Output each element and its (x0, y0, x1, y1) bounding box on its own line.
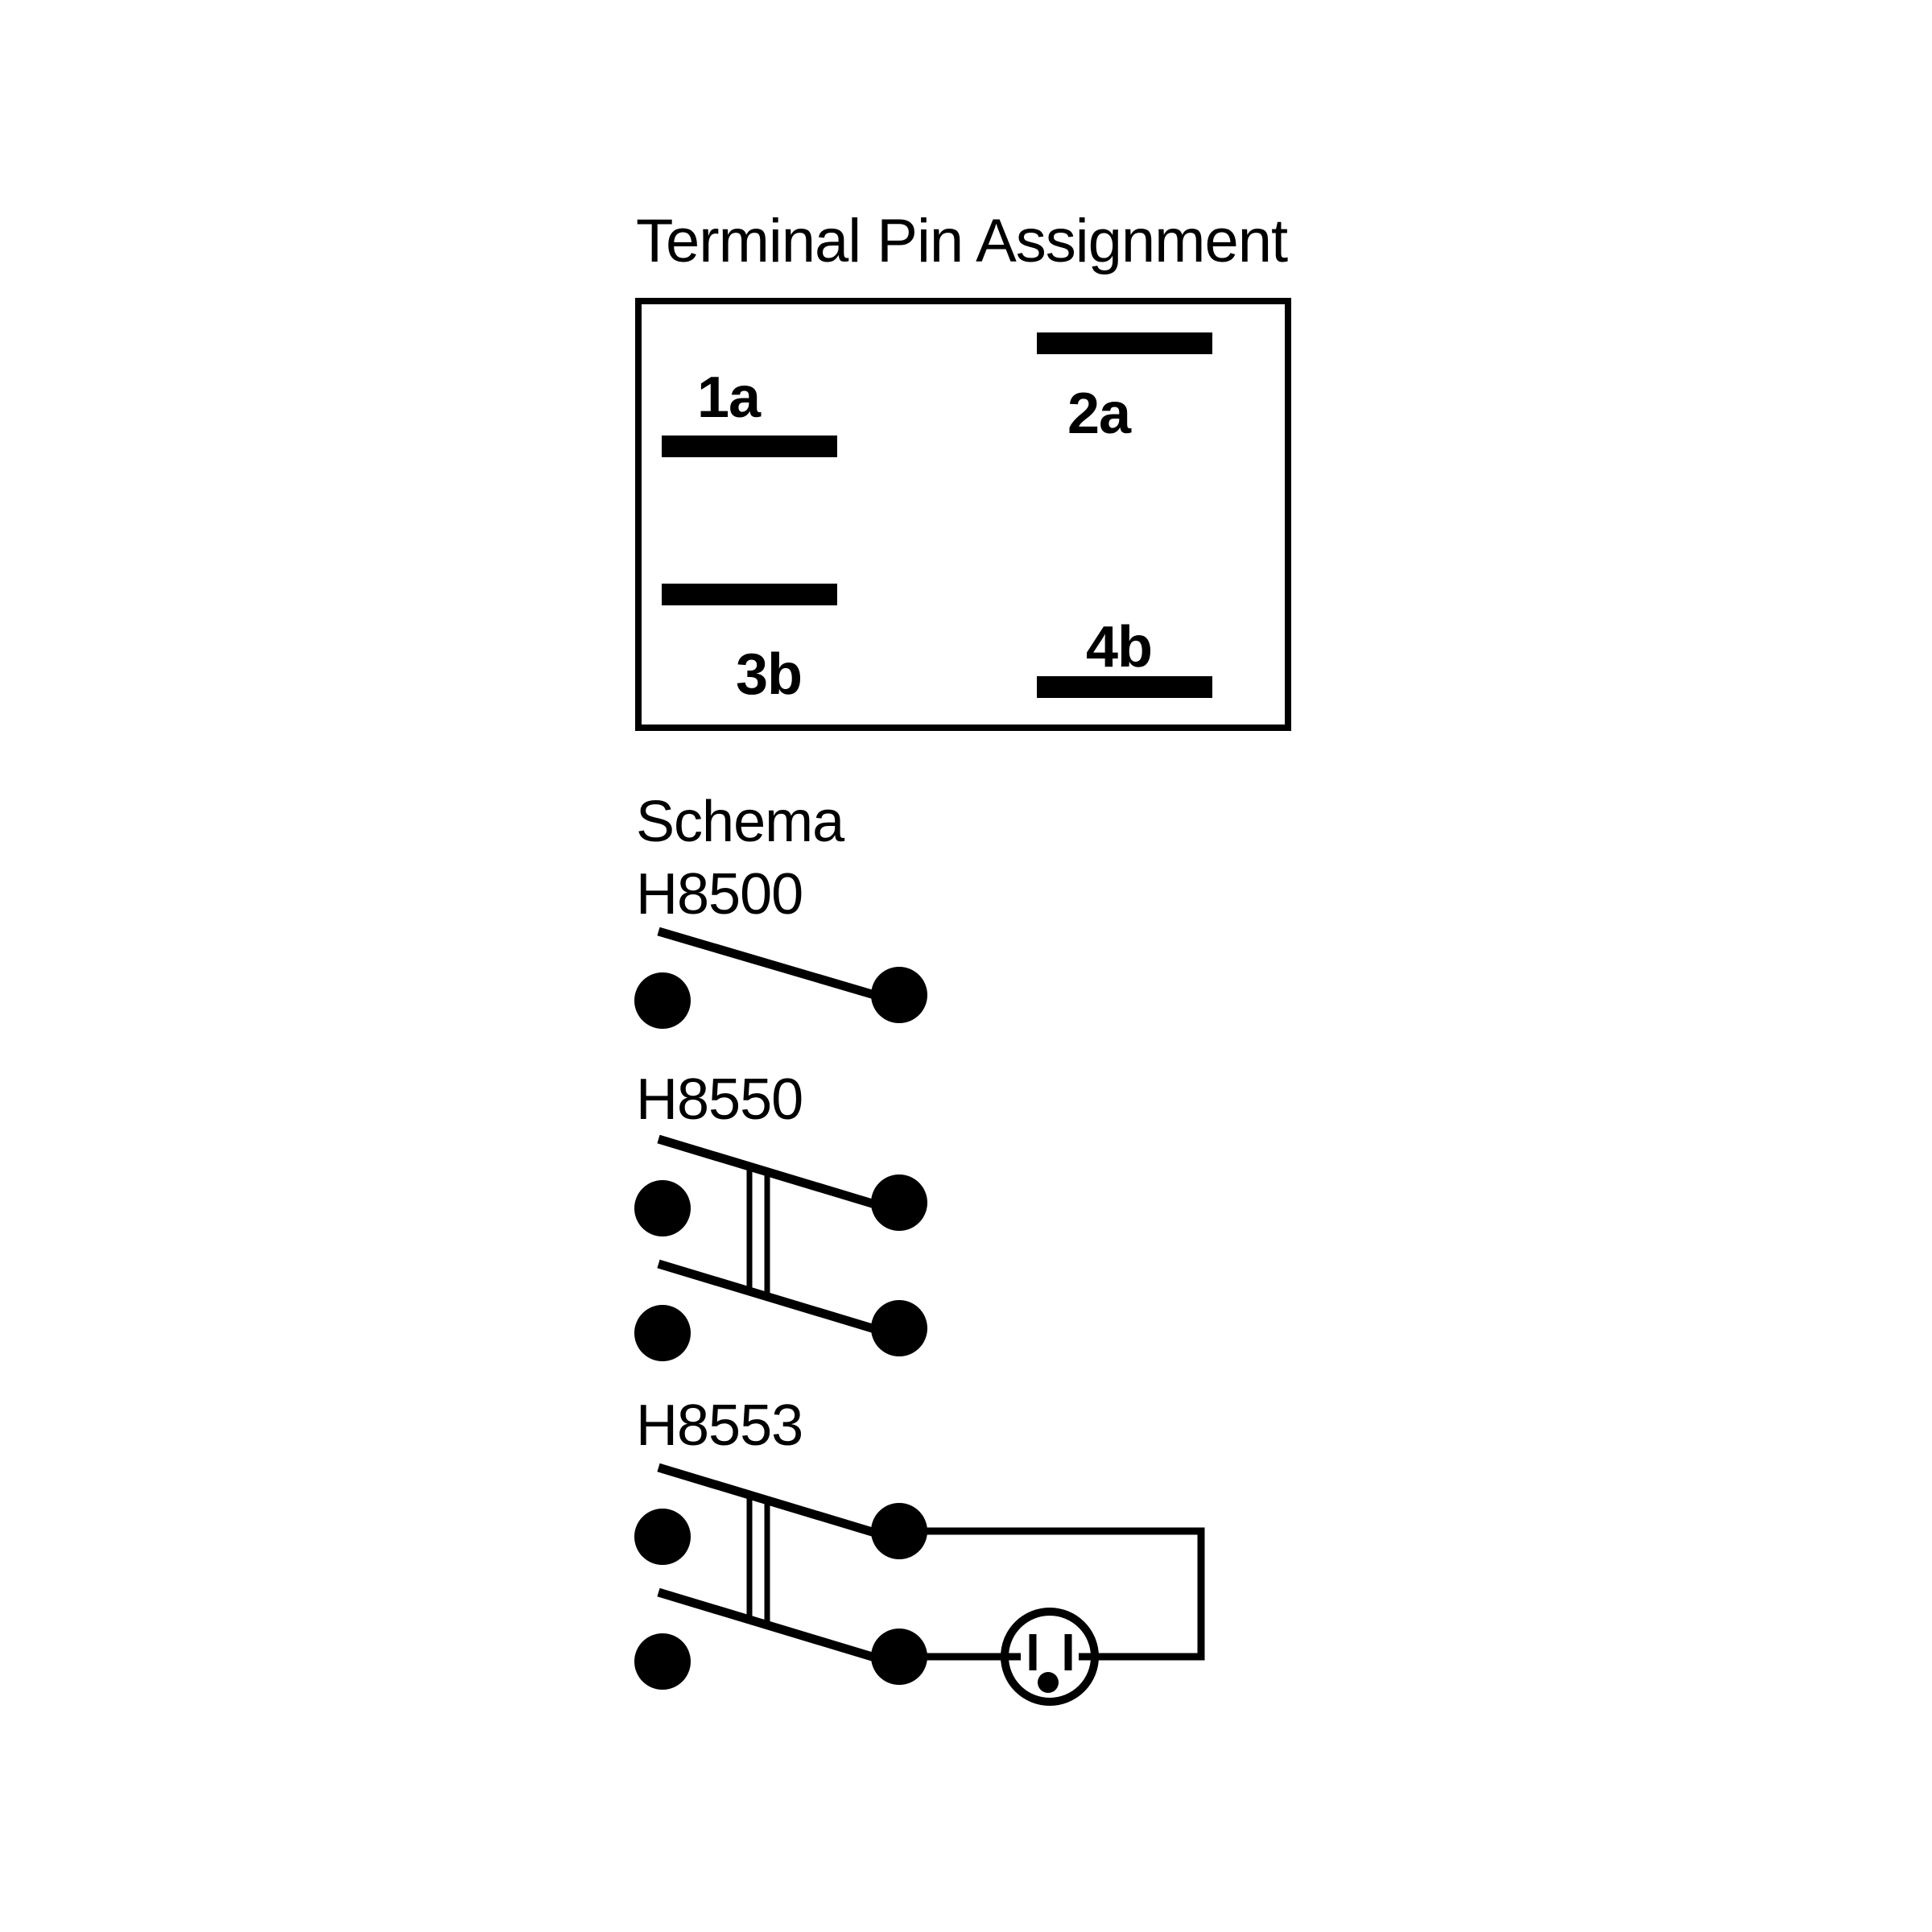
lamp-socket-outline (1001, 1608, 1099, 1706)
schema-heading: Schema (636, 790, 845, 854)
schematic-h8550-label: H8550 (636, 1067, 803, 1132)
h8553-terminal-lower-left (634, 1633, 691, 1690)
h8500-terminal-right (871, 967, 927, 1023)
pin-3b-contact-bar (662, 584, 837, 605)
h8553-lamp-wire-top (924, 1527, 1205, 1661)
h8553-terminal-upper-left (634, 1509, 691, 1565)
h8500-lever (657, 927, 887, 1003)
lamp-socket-ground-pin (1038, 1672, 1059, 1693)
h8553-lever-lower (657, 1587, 887, 1666)
h8553-terminal-lower-right (871, 1629, 927, 1685)
pin-2a-contact-bar (1037, 332, 1212, 354)
pin-2a-label: 2a (1067, 382, 1132, 446)
schematic-h8500-label: H8500 (636, 862, 803, 927)
pin-1a: 1a (662, 365, 837, 457)
pin-box-outline (635, 298, 1291, 731)
schematic-h8553: H8553 (634, 1393, 1205, 1706)
h8550-terminal-lower-left (634, 1305, 691, 1361)
h8550-terminal-lower-right (871, 1300, 927, 1356)
h8553-terminal-upper-right (871, 1503, 927, 1559)
pin-4b-contact-bar (1037, 676, 1212, 698)
schematic-h8553-label: H8553 (636, 1393, 803, 1458)
pin-1a-label: 1a (697, 365, 762, 430)
pin-box: 1a 2a 3b 4b (635, 298, 1291, 731)
h8553-lamp-circuit (924, 1527, 1205, 1661)
h8550-terminal-upper-right (871, 1174, 927, 1231)
h8553-coupling-bar (746, 1497, 770, 1628)
pin-4b-label: 4b (1086, 615, 1152, 679)
h8550-lever-lower (657, 1259, 887, 1337)
pin-1a-contact-bar (662, 436, 837, 457)
pin-4b: 4b (1037, 615, 1212, 698)
pin-3b-label: 3b (736, 642, 802, 707)
page-title: Terminal Pin Assignment (636, 207, 1288, 275)
lamp-socket-icon (1001, 1608, 1099, 1706)
h8500-terminal-left (634, 972, 691, 1029)
pin-2a: 2a (1037, 332, 1212, 446)
schematic-h8500: H8500 (634, 862, 927, 1029)
pin-3b: 3b (662, 584, 837, 707)
h8550-lever-upper (657, 1134, 887, 1212)
h8550-terminal-upper-left (634, 1180, 691, 1236)
schematic-h8550: H8550 (634, 1067, 927, 1361)
h8553-lever-upper (657, 1463, 887, 1541)
h8550-coupling-bar (746, 1169, 770, 1299)
